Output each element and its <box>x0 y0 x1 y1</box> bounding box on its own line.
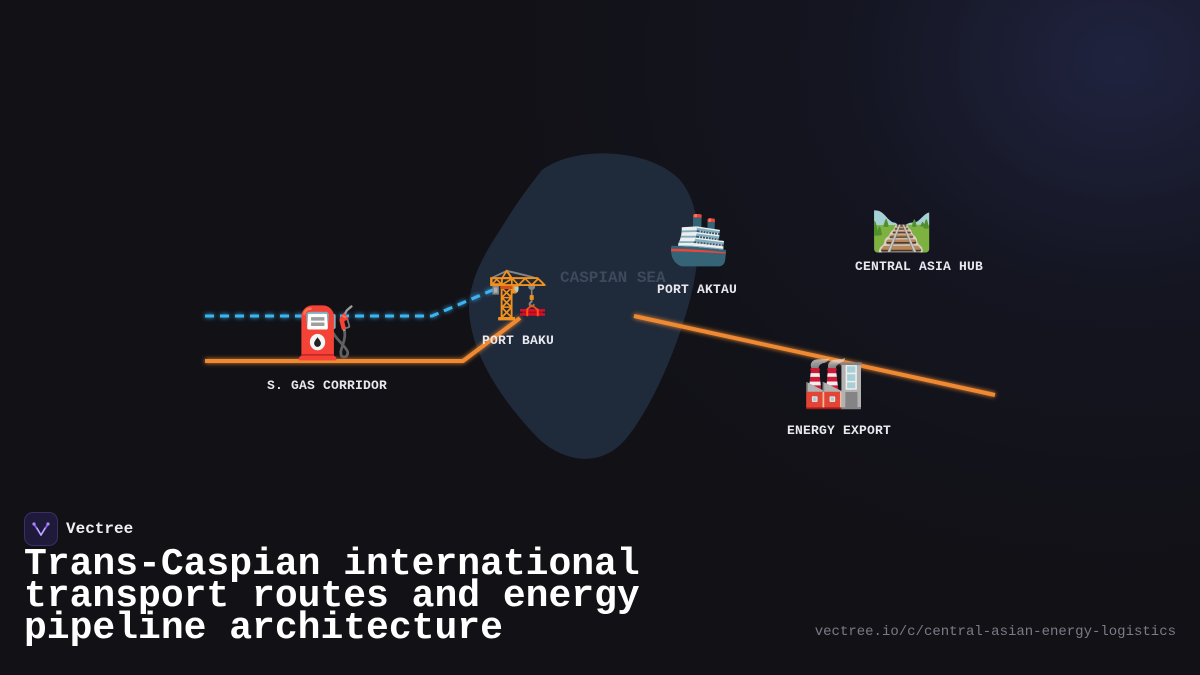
page-title: Trans-Caspian international transport ro… <box>24 543 640 650</box>
caspian-sea-shape <box>469 153 699 459</box>
node-label-port-baku: PORT BAKU <box>481 333 555 348</box>
ship-icon: 🚢 <box>667 210 731 268</box>
factory-icon: 🏭 <box>802 353 866 411</box>
node-label-port-aktau: PORT AKTAU <box>656 282 738 297</box>
pipeline-east <box>633 314 996 397</box>
brand: Vectree <box>24 512 133 546</box>
transport-route-west <box>205 287 496 318</box>
source-url[interactable]: vectree.io/c/central-asian-energy-logist… <box>814 624 1176 640</box>
node-label-gas-corridor: S. GAS CORRIDOR <box>266 378 388 393</box>
brand-name: Vectree <box>66 520 134 538</box>
caspian-sea-label: CASPIAN SEA <box>560 269 666 287</box>
node-label-energy-export: ENERGY EXPORT <box>786 423 892 438</box>
node-label-central-asia-hub: CENTRAL ASIA HUB <box>854 259 984 274</box>
vectree-logo-icon <box>24 512 58 546</box>
fuel-pump-icon: ⛽ <box>294 304 358 362</box>
pipeline-west <box>205 316 522 363</box>
railway-track-icon: 🛤️ <box>870 196 934 254</box>
crane-icon: 🏗️ <box>486 264 550 322</box>
